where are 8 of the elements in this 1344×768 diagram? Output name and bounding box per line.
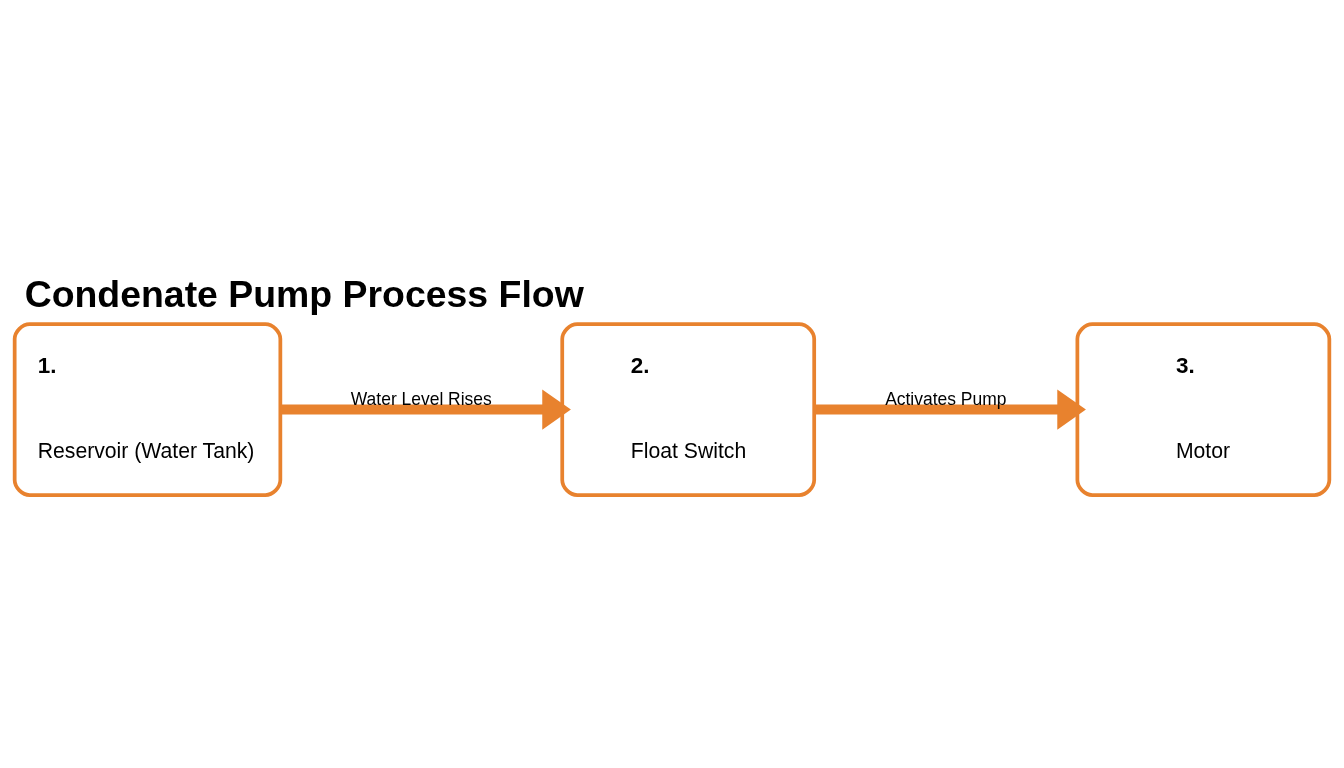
- node-box: 3. Motor: [1075, 322, 1332, 497]
- edge-label: Water Level Rises: [350, 388, 492, 409]
- arrow: [814, 389, 1086, 430]
- arrow: [280, 389, 571, 430]
- node-box: 1. Reservoir (Water Tank): [12, 322, 283, 497]
- diagram-title: Condenate Pump Process Flow: [24, 272, 584, 315]
- node-box: 2. Float Switch: [560, 322, 817, 497]
- edge-label: Activates Pump: [885, 388, 1007, 409]
